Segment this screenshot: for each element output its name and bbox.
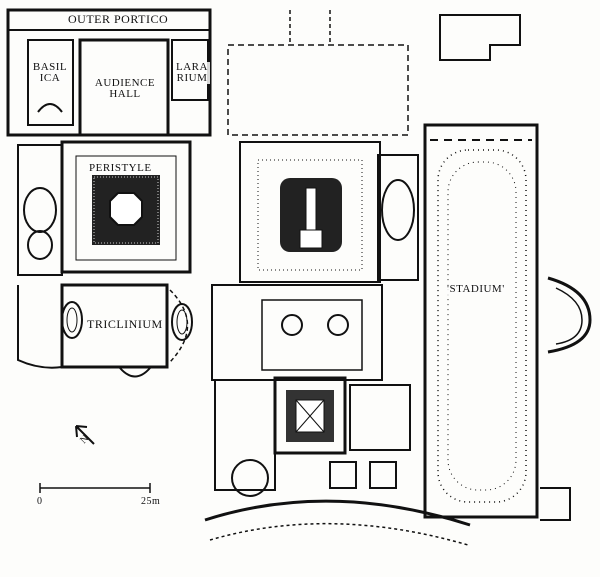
peristyle-label: PERISTYLE [88, 162, 153, 174]
central-garden-court [239, 141, 381, 283]
peristyle-fountain [109, 192, 143, 226]
stadium-label: 'STADIUM' [446, 283, 506, 295]
northern-court-dashed [227, 44, 409, 136]
lararium-label-line2: RIUM [176, 72, 208, 84]
basilica-label-line1: BASIL [32, 61, 68, 73]
lararium-label-line1: LARA [176, 61, 208, 73]
basilica-label: BASIL ICA [31, 62, 69, 84]
sunken-court [273, 376, 347, 455]
audience-hall-room [78, 38, 170, 137]
scale-bar-end-label: 25m [140, 496, 162, 507]
scale-bar-start-label: 0 [36, 496, 44, 507]
audience-hall-label-line1: AUDIENCE [94, 77, 156, 89]
stadium-outer-wall [423, 123, 539, 519]
lararium-label: LARA RIUM [174, 62, 210, 84]
audience-hall-label: AUDIENCE HALL [88, 78, 162, 100]
audience-hall-label-line2: HALL [109, 88, 141, 100]
north-arrow-icon [75, 425, 95, 445]
basilica-room [27, 39, 74, 126]
southern-curved-facade [204, 499, 471, 527]
outer-portico-label: OUTER PORTICO [67, 12, 170, 26]
basilica-label-line2: ICA [39, 72, 61, 84]
stadium-colonnade [437, 149, 527, 503]
triclinium-label: TRICLINIUM [86, 317, 164, 331]
